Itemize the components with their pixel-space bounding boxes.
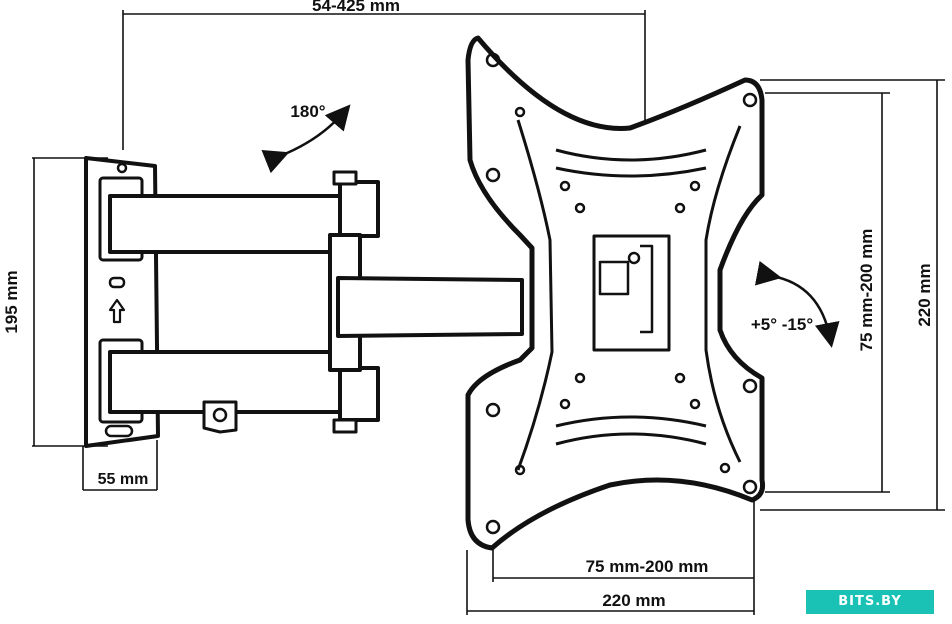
vesa-plate [465, 35, 765, 551]
vesa-horizontal-label: 75 mm-200 mm [586, 557, 709, 576]
tilt-arrow [754, 260, 840, 348]
wall-plate-height-label: 195 mm [2, 270, 21, 333]
arm-reach-label: 54-425 mm [312, 0, 400, 15]
tilt-angle-label: +5° -15° [751, 315, 813, 334]
watermark-logo: BITS.BY [806, 590, 934, 614]
vesa-holes [485, 52, 758, 535]
swing-arms [108, 170, 524, 434]
dimension-lines [32, 10, 945, 615]
swivel-arrow [261, 104, 351, 174]
vesa-vertical-label: 75 mm-200 mm [857, 229, 876, 352]
wall-plate-depth-label: 55 mm [98, 471, 149, 488]
swivel-angle-label: 180° [290, 102, 325, 121]
plate-width-label: 220 mm [602, 591, 665, 610]
plate-height-label: 220 mm [915, 263, 934, 326]
